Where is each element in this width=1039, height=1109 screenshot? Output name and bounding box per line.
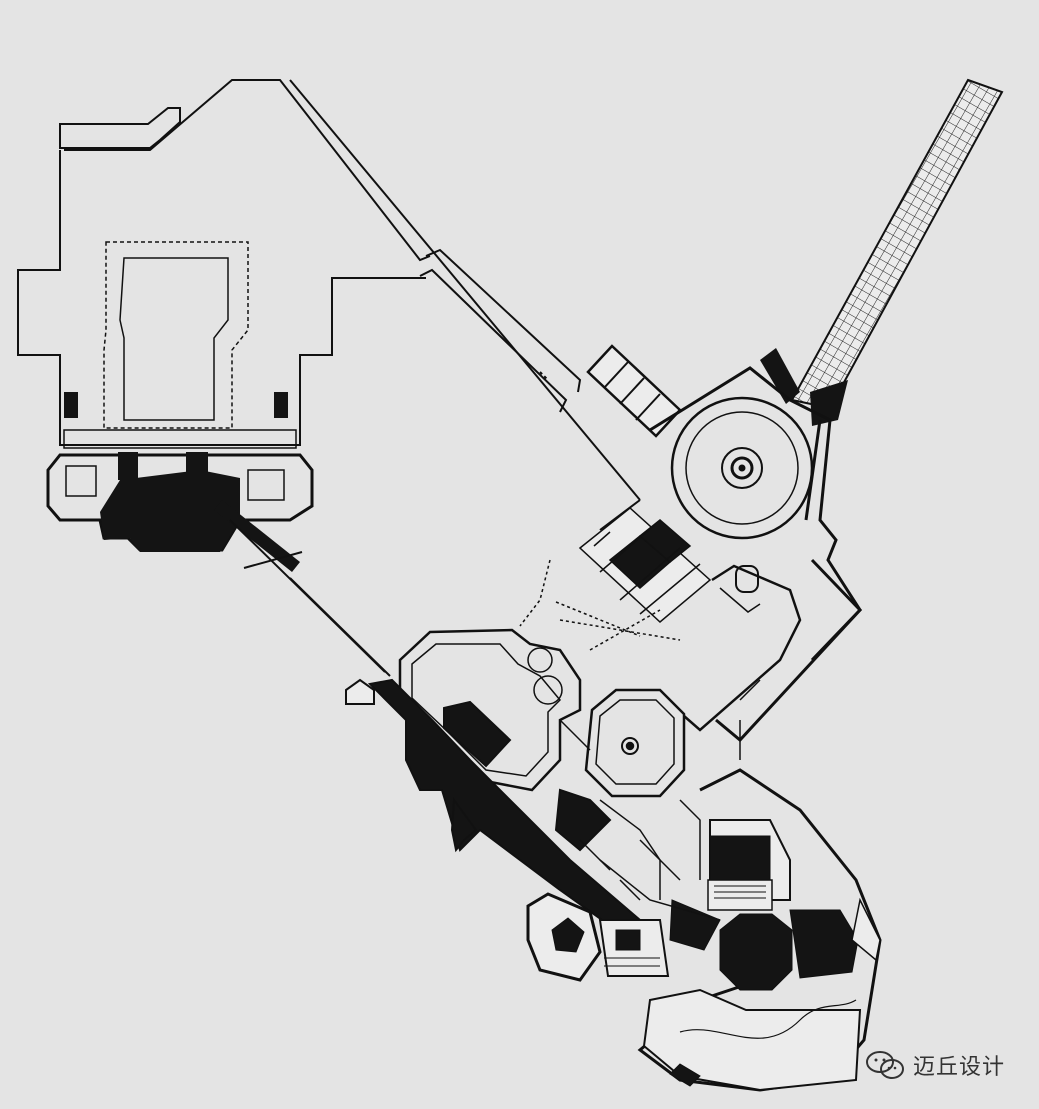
auditorium-cluster: [637, 768, 882, 1092]
watermark: 迈丘设计: [865, 1049, 1005, 1081]
interior-walls: [559, 719, 721, 921]
southwest-service-spine: [345, 678, 642, 942]
circular-court: [649, 366, 862, 662]
watermark-text: 迈丘设计: [912, 1055, 1005, 1080]
northwest-wing: [17, 79, 431, 449]
east-lobby: [683, 558, 863, 760]
checker-atrium: [519, 507, 712, 651]
wechat-icon: [865, 1051, 904, 1079]
diagonal-gallery: [229, 79, 641, 677]
northwest-service-block: [46, 392, 314, 572]
south-pavilions: [526, 892, 670, 982]
stair-block: [586, 344, 682, 438]
